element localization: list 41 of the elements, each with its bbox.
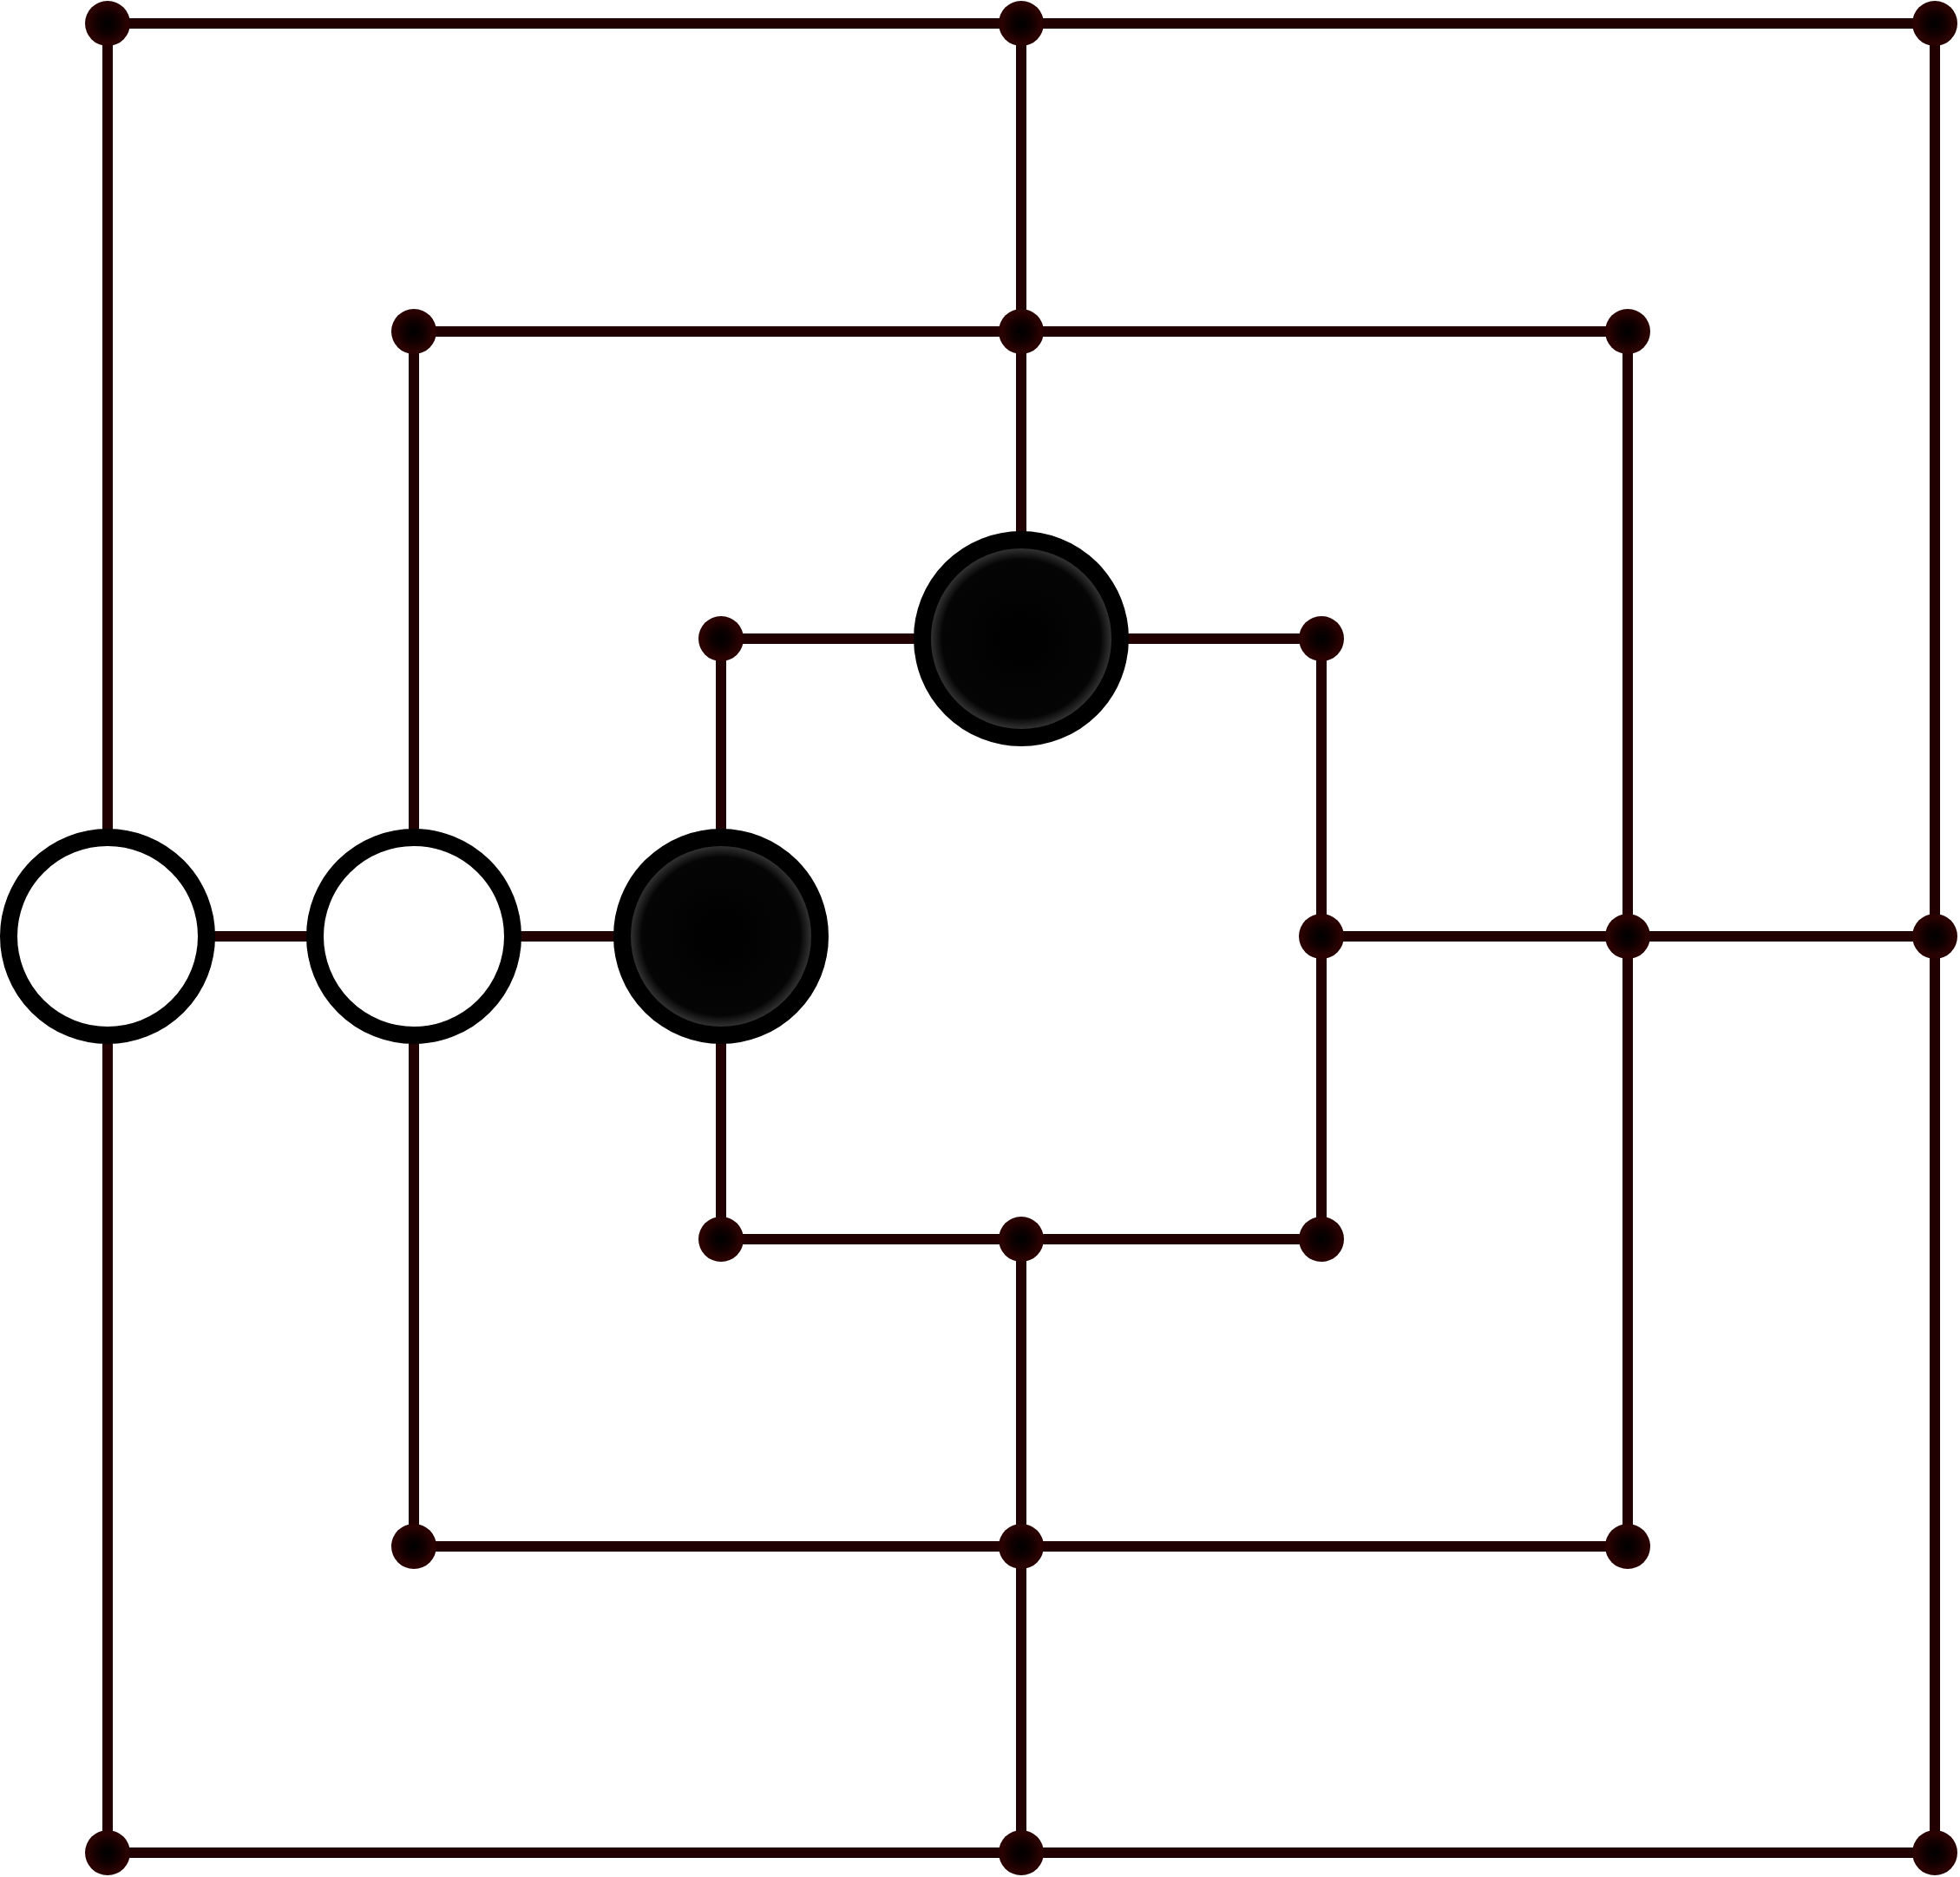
board-point <box>85 1 130 46</box>
board-point <box>1912 914 1957 959</box>
board-line <box>1930 957 1940 1832</box>
board-point <box>1912 1 1957 46</box>
board-point <box>1605 309 1650 354</box>
board-point <box>999 1 1044 46</box>
board-line <box>1622 957 1633 1526</box>
board-line <box>1042 1234 1301 1244</box>
board-point <box>1299 616 1344 661</box>
board-line <box>1342 931 1607 942</box>
board-line <box>1016 1567 1026 1832</box>
board-point <box>698 616 744 661</box>
board-point <box>85 1830 130 1875</box>
board-line <box>742 1234 1000 1244</box>
board-line <box>1316 957 1327 1218</box>
board-line <box>435 1541 1000 1552</box>
board-point <box>391 309 436 354</box>
board-line <box>1042 1541 1607 1552</box>
board-line <box>128 18 1000 29</box>
board-point <box>1605 914 1650 959</box>
board-line <box>1042 18 1914 29</box>
board-point <box>1299 914 1344 959</box>
board-line <box>1930 44 1940 916</box>
board-point <box>698 1217 744 1262</box>
board-line <box>435 326 1000 337</box>
board-point <box>391 1524 436 1569</box>
board-line <box>1016 1260 1026 1526</box>
board-line <box>1316 660 1327 916</box>
board-line <box>1622 352 1633 916</box>
board-point <box>1605 1524 1650 1569</box>
board-point <box>1299 1217 1344 1262</box>
board-line <box>128 1847 1000 1858</box>
board-line <box>1042 326 1607 337</box>
board-point <box>999 1830 1044 1875</box>
board-line <box>1016 44 1026 311</box>
board-line <box>1042 1847 1914 1858</box>
board-point <box>1912 1830 1957 1875</box>
board-point <box>999 1217 1044 1262</box>
board-point <box>999 1524 1044 1569</box>
board-point <box>999 309 1044 354</box>
board-line <box>1649 931 1914 942</box>
